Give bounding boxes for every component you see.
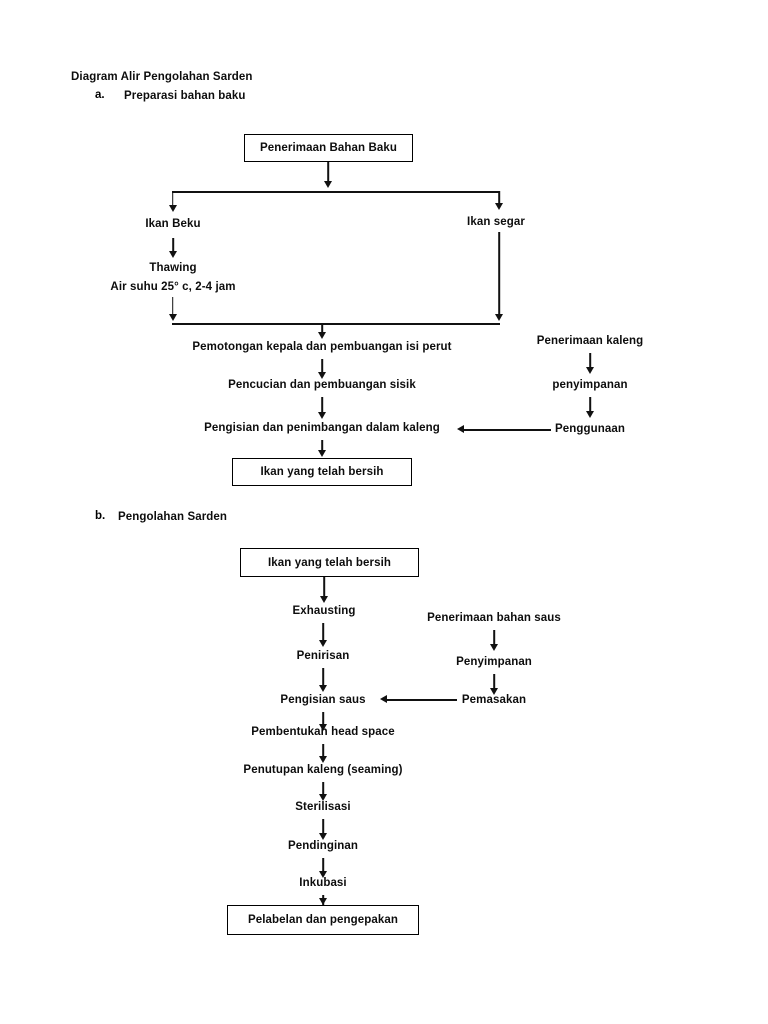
section-a-heading: Preparasi bahan baku [124, 90, 246, 102]
section-b-marker: b. [95, 510, 106, 522]
arrowhead-headspace-to-seaming [319, 756, 327, 763]
arrowhead-pemasakan-to-pengisiansaus [380, 695, 387, 703]
connector-pemasakan-to-pengisiansaus [387, 699, 457, 701]
connector-kaleng-to-penyimpanan [589, 353, 591, 371]
section-b-heading: Pengolahan Sarden [118, 511, 228, 523]
arrowhead-kaleng-to-penyimpanan [586, 367, 594, 374]
node-ikan-beku: Ikan Beku [145, 218, 201, 230]
arrowhead-penggunaan-to-step3 [457, 425, 464, 433]
connector-start-to-split [327, 162, 329, 183]
arrowhead-bahansaus-to-penyimpanan [490, 644, 498, 651]
node-pembentukan-head-space: Pembentukan head space [251, 726, 395, 738]
node-penggunaan-kaleng: Penggunaan [554, 423, 626, 435]
page-title: Diagram Alir Pengolahan Sarden [71, 71, 253, 83]
connector-split-to-ikan-beku [172, 191, 174, 208]
connector-step3-to-endbox [321, 440, 323, 453]
node-penirisan: Penirisan [296, 650, 350, 662]
arrowhead-thawing-to-merge [169, 314, 177, 321]
connector-headspace-to-seaming [322, 744, 324, 761]
connector-merge-to-step1 [321, 323, 323, 335]
arrowhead-penyimpanan-to-pemasakan [490, 688, 498, 695]
node-thawing: Thawing [149, 262, 197, 274]
node-pengisian-penimbangan-kaleng: Pengisian dan penimbangan dalam kaleng [204, 422, 440, 434]
arrowhead-penirisan-to-pengisiansaus [319, 685, 327, 692]
connector-step1-to-step2 [321, 359, 323, 377]
arrowhead-split-to-ikan-beku [169, 205, 177, 212]
node-penerimaan-bahan-saus: Penerimaan bahan saus [427, 612, 561, 624]
arrowhead-penyimpanan-to-penggunaan [586, 411, 594, 418]
arrowhead-ikansegar-to-merge [495, 314, 503, 321]
node-pencucian-pembuangan-sisik: Pencucian dan pembuangan sisik [228, 379, 416, 391]
merge-bar-raw-material [172, 323, 500, 325]
arrowhead-pengisiansaus-to-headspace [319, 724, 327, 731]
connector-penyimpanan-to-pemasakan [493, 674, 495, 692]
arrowhead-step3-to-endbox [318, 450, 326, 457]
node-pemotongan-kepala: Pemotongan kepala dan pembuangan isi per… [192, 341, 452, 353]
arrowhead-merge-to-step1 [318, 332, 326, 339]
arrowhead-pendinginan-to-inkubasi [319, 871, 327, 878]
arrowhead-inkubasi-to-endbox [319, 898, 327, 905]
node-penyimpanan-saus: Penyimpanan [456, 656, 532, 668]
node-ikan-yang-telah-bersih-b: Ikan yang telah bersih [240, 548, 419, 577]
arrowhead-startb-to-exhausting [320, 596, 328, 603]
arrowhead-step2-to-step3 [318, 412, 326, 419]
connector-penyimpanan-to-penggunaan [589, 397, 591, 415]
section-a-marker: a. [95, 89, 105, 101]
node-sterilisasi: Sterilisasi [295, 801, 351, 813]
arrowhead-sterilisasi-to-pendinginan [319, 833, 327, 840]
node-penerimaan-kaleng: Penerimaan kaleng [536, 335, 644, 347]
node-penerimaan-bahan-baku: Penerimaan Bahan Baku [244, 134, 413, 162]
connector-step2-to-step3 [321, 397, 323, 416]
node-ikan-segar: Ikan segar [467, 216, 525, 228]
connector-pendinginan-to-inkubasi [322, 858, 324, 876]
connector-exhausting-to-penirisan [322, 623, 324, 644]
arrowhead-step1-to-step2 [318, 372, 326, 379]
arrowhead-start-to-split [324, 181, 332, 188]
arrowhead-split-to-ikan-segar [495, 203, 503, 210]
connector-seaming-to-sterilisasi [322, 782, 324, 799]
node-inkubasi: Inkubasi [299, 877, 347, 889]
node-penutupan-kaleng-seaming: Penutupan kaleng (seaming) [243, 764, 403, 776]
connector-penggunaan-to-step3 [464, 429, 551, 431]
node-pendinginan: Pendinginan [287, 840, 359, 852]
node-pelabelan-dan-pengepakan: Pelabelan dan pengepakan [227, 905, 419, 935]
arrowhead-ikanbeku-to-thawing [169, 251, 177, 258]
connector-ikansegar-to-merge [498, 232, 500, 317]
node-pemasakan: Pemasakan [461, 694, 527, 706]
connector-thawing-to-merge [172, 297, 174, 316]
connector-penirisan-to-pengisiansaus [322, 668, 324, 689]
connector-bahansaus-to-penyimpanan [493, 630, 495, 648]
arrowhead-exhausting-to-penirisan [319, 640, 327, 647]
connector-sterilisasi-to-pendinginan [322, 819, 324, 838]
node-exhausting: Exhausting [292, 605, 356, 617]
node-ikan-yang-telah-bersih-a: Ikan yang telah bersih [232, 458, 412, 486]
connector-startb-to-exhausting [323, 577, 325, 600]
arrowhead-seaming-to-sterilisasi [319, 794, 327, 801]
node-thawing-detail: Air suhu 25° c, 2-4 jam [110, 281, 236, 293]
connector-ikanbeku-to-thawing [172, 238, 174, 254]
split-bar-raw-material [172, 191, 500, 193]
connector-pengisiansaus-to-headspace [322, 712, 324, 729]
node-pengisian-saus: Pengisian saus [280, 694, 366, 706]
node-penyimpanan-kaleng: penyimpanan [552, 379, 628, 391]
connector-split-to-ikan-segar [498, 191, 500, 206]
